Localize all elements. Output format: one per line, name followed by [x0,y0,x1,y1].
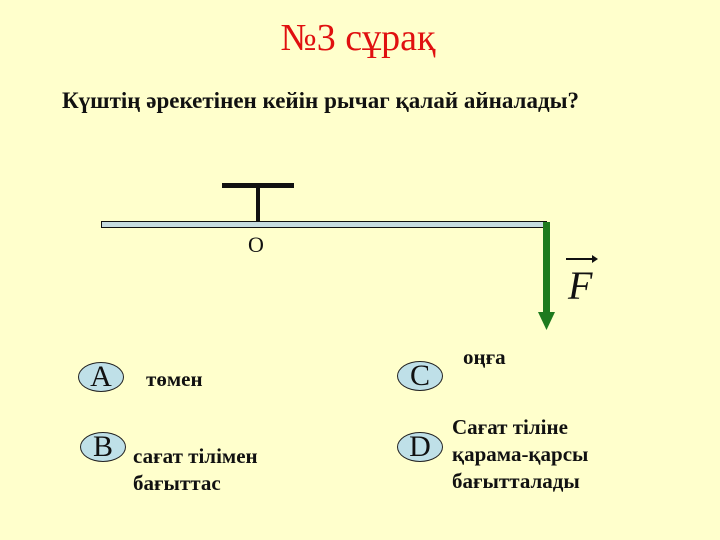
option-a-badge[interactable]: A [78,362,124,392]
pivot-support-post [256,186,260,222]
option-c-letter: C [409,359,430,392]
option-d-text[interactable]: Сағат тіліне қарама-қарсы бағытталады [452,414,588,495]
option-b-line-2: бағыттас [133,471,221,495]
option-d-line-1: Сағат тіліне [452,415,568,439]
option-a-line-1: төмен [146,367,203,391]
pivot-support-top [222,183,294,188]
option-a-text[interactable]: төмен [146,366,203,393]
option-c-line-1: оңға [463,345,506,369]
force-label: F [568,263,593,308]
slide-title-text: №3 сұрақ [280,17,436,59]
option-d-badge[interactable]: D [397,432,443,462]
option-b-line-1: сағат тілімен [133,444,258,468]
force-arrow-head [538,312,555,330]
option-d-line-2: қарама-қарсы [452,442,589,466]
option-b-badge[interactable]: B [80,432,126,462]
lever-bar [101,221,547,228]
pivot-label: O [248,232,264,257]
option-c-text[interactable]: оңға [463,344,506,371]
option-d-line-3: бағытталады [452,469,580,493]
option-a-letter: A [90,360,112,393]
force-arrow-shaft [543,222,550,314]
option-b-text[interactable]: сағат тілімен бағыттас [133,443,258,497]
slide-title: №3 сұрақ [0,14,720,62]
option-b-letter: B [92,430,113,463]
option-d-letter: D [409,430,431,463]
option-c-badge[interactable]: C [397,361,443,391]
question-text: Күштің әрекетінен кейін рычаг қалай айна… [62,88,580,113]
vector-arrow-head [592,255,598,263]
